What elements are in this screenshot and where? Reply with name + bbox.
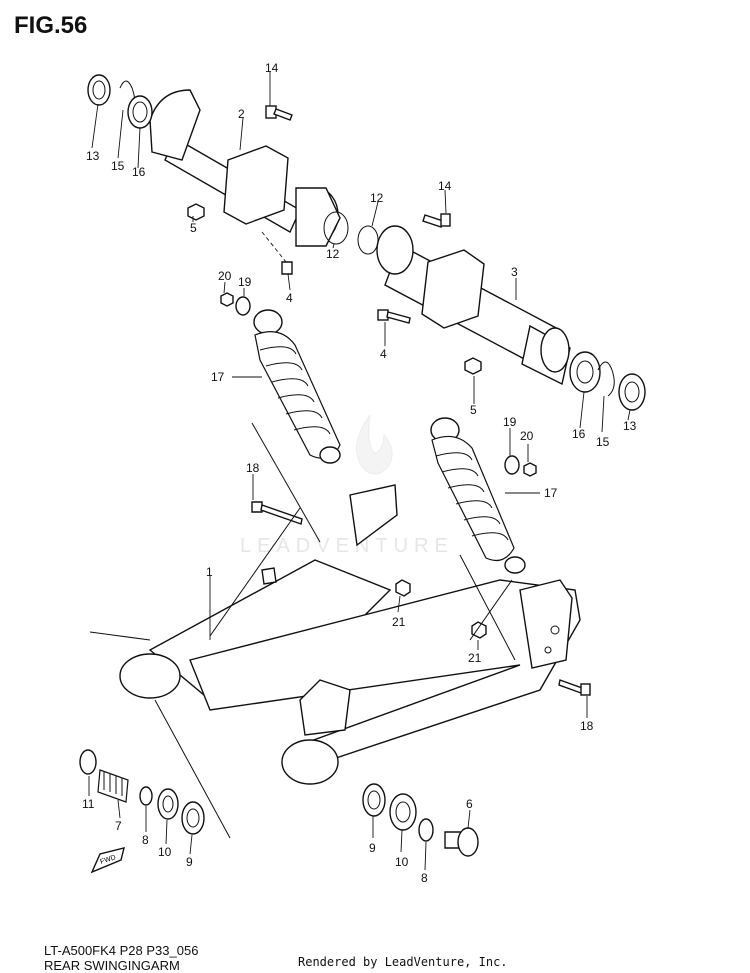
bolt-4-right [377,309,411,324]
callout-14: 14 [265,61,279,75]
bolt-18-left [251,501,303,525]
callout-18: 18 [246,461,260,475]
callout-12: 12 [326,247,340,261]
leader-lines [88,72,631,871]
shock-absorber-left [253,309,341,464]
callout-19: 19 [503,415,517,429]
callout-8: 8 [421,871,428,885]
spacer-8-left [139,786,153,806]
callout-18: 18 [580,719,594,733]
oil-seal-13-right [618,373,646,411]
washer-19-right [504,455,520,475]
callout-8: 8 [142,833,149,847]
callout-10: 10 [158,845,172,859]
bearing-16-right [569,351,601,393]
callout-21: 21 [468,651,482,665]
callout-5: 5 [470,403,477,417]
callout-11: 11 [82,797,95,811]
nut-5-upper-left [187,203,205,221]
nut-21-left [395,579,411,597]
bearing-10-right [389,793,417,831]
callout-5: 5 [190,221,197,235]
washer-19-left [235,296,251,316]
callout-9: 9 [186,855,193,869]
callout-12: 12 [370,191,384,205]
callout-13: 13 [623,419,637,433]
nut-20-left [220,292,234,307]
callout-16: 16 [572,427,586,441]
bearing-9-left [181,801,205,835]
watermark-text: LEADVENTURE [240,535,454,557]
o-ring-12-upper-left [323,211,349,245]
callout-20: 20 [520,429,534,443]
pivot-shaft-6 [444,827,479,857]
bolt-18-right [558,679,591,696]
callout-9: 9 [369,841,376,855]
callout-13: 13 [86,149,100,163]
bearing-16-upper-left [127,95,153,129]
nut-20-right [523,462,537,477]
callout-19: 19 [238,275,252,289]
pivot-shaft-right [376,225,571,386]
shock-absorber-right [430,417,526,574]
lock-nut-11 [79,749,97,775]
circlip-15-right [597,361,615,397]
callout-15: 15 [111,159,125,173]
callout-14: 14 [438,179,452,193]
spacer-8-right [418,818,434,842]
o-ring-12-right [357,225,379,255]
callout-6: 6 [466,797,473,811]
callout-17: 17 [544,486,558,500]
figure-name: REAR SWINGINGARM [44,958,180,973]
pivot-bolt-7 [97,769,129,803]
callout-2: 2 [238,107,245,121]
bolt-14-right [422,213,451,228]
figure-title: FIG.56 [14,12,88,39]
model-code: LT-A500FK4 P28 P33_056 [44,943,199,958]
bearing-9-right [362,783,386,817]
callout-3: 3 [511,265,518,279]
callout-16: 16 [132,165,146,179]
callout-4: 4 [286,291,293,305]
callout-15: 15 [596,435,610,449]
callouts: 14 2 13 15 16 5 20 19 4 12 12 14 3 4 5 1… [82,61,637,885]
bolt-4-upper-left [261,231,293,275]
callout-17: 17 [211,370,225,384]
pivot-shaft-left [149,89,341,247]
nut-21-right [471,621,487,639]
fwd-label: FWD [99,854,116,866]
callout-10: 10 [395,855,409,869]
rendered-by: Rendered by LeadVenture, Inc. [298,955,508,969]
callout-1: 1 [206,565,213,579]
callout-20: 20 [218,269,232,283]
callout-4: 4 [380,347,387,361]
swingarm [119,484,581,785]
oil-seal-13-upper-left [87,74,111,106]
fwd-arrow-icon: FWD [90,847,125,874]
nut-5-right [464,357,482,375]
bearing-10-left [157,788,179,820]
watermark-logo [356,414,393,475]
callout-7: 7 [115,819,122,833]
bolt-14-upper-left [265,105,293,121]
callout-21: 21 [392,615,406,629]
